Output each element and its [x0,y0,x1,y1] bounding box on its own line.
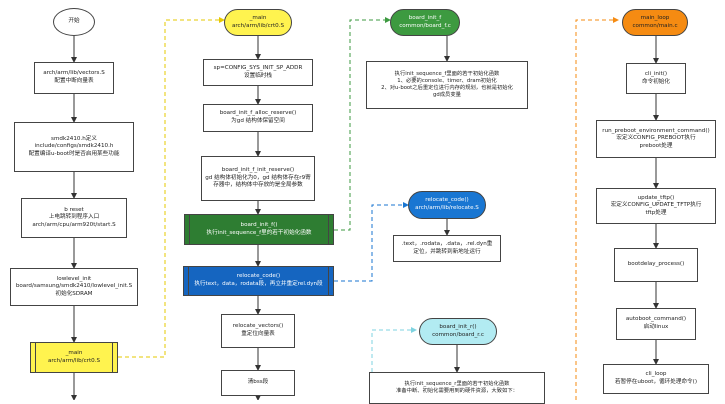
cli-init-node: cli_init() 命令初始化 [626,63,686,94]
update-tftp-node: update_tftp() 宏定义CONFIG_UPDATE_TFTP执行 tf… [596,188,716,224]
vectors-node: arch/arm/lib/vectors.S 配置中断向量表 [34,62,114,94]
main-loop-entry-node: main_loop common/main.c [622,9,688,36]
green-link [334,17,391,231]
relocate-vectors-node: relocate_vectors() 重定位向量表 [221,314,295,348]
relocate-desc-node: .text，.rodata，.data，.rel.dyn重 定位，并跳转到新地址… [393,235,501,262]
clear-bss-node: 清bss段 [221,370,295,396]
main-entry-node: _main arch/arm/lib/crt0.S [224,9,292,36]
alloc-reserve-node: board_init_f_alloc_reserve() 为gd 结构体保留空间 [203,104,313,132]
yellow-link [118,17,225,358]
bootdelay-node: bootdelay_process() [614,248,698,282]
relocate-code-entry-node: relocate_code() arch/arm/lib/relocate.S [408,191,486,219]
start-node: 开始 [53,8,95,36]
board-f-desc-node: 执行init_sequence_f里面的若干初始化函数 1、必要的console… [366,61,528,109]
relocate-code-call-node: relocate_code() 执行text，data，rodata段，再立并重… [183,266,334,296]
preboot-node: run_preboot_environment_command() 宏定义CON… [596,120,716,158]
init-reserve-node: board_init_f_init_reserve() gd 结构体初始化为0，… [201,156,315,201]
board-f-entry-node: board_init_f common/board_f.c [390,9,460,36]
board-init-f-call-node: board_init_f() 执行init_sequence_f里的若干初始化函… [184,214,334,245]
sp-init-node: sp=CONFIG_SYS_INIT_SP_ADDR 设置临时栈 [203,59,313,86]
board-r-desc-node: 执行init_sequence_r里面的若干初始化函数 准备中断、初始化需要用到… [369,372,545,404]
lowlevel-init-node: lowlevel_init board/samsung/smdk2410/low… [10,268,138,306]
smdk-config-node: smdk2410.h定义 include/configs/smdk2410.h … [14,122,134,172]
board-r-entry-node: board_init_r() common/board_r.c [419,318,497,345]
col3-arrows [444,36,460,373]
autoboot-node: autoboot_command() 启动linux [616,308,696,340]
main-call-node: _main arch/arm/lib/crt0.S [30,342,118,373]
cli-loop-node: cli_loop 若暂停在uboot，循环处理命令() [603,364,709,394]
b-reset-node: b reset 上电跳转到程序入口 arch/arm/cpu/arm920t/s… [21,198,127,238]
orange-link [575,17,619,400]
